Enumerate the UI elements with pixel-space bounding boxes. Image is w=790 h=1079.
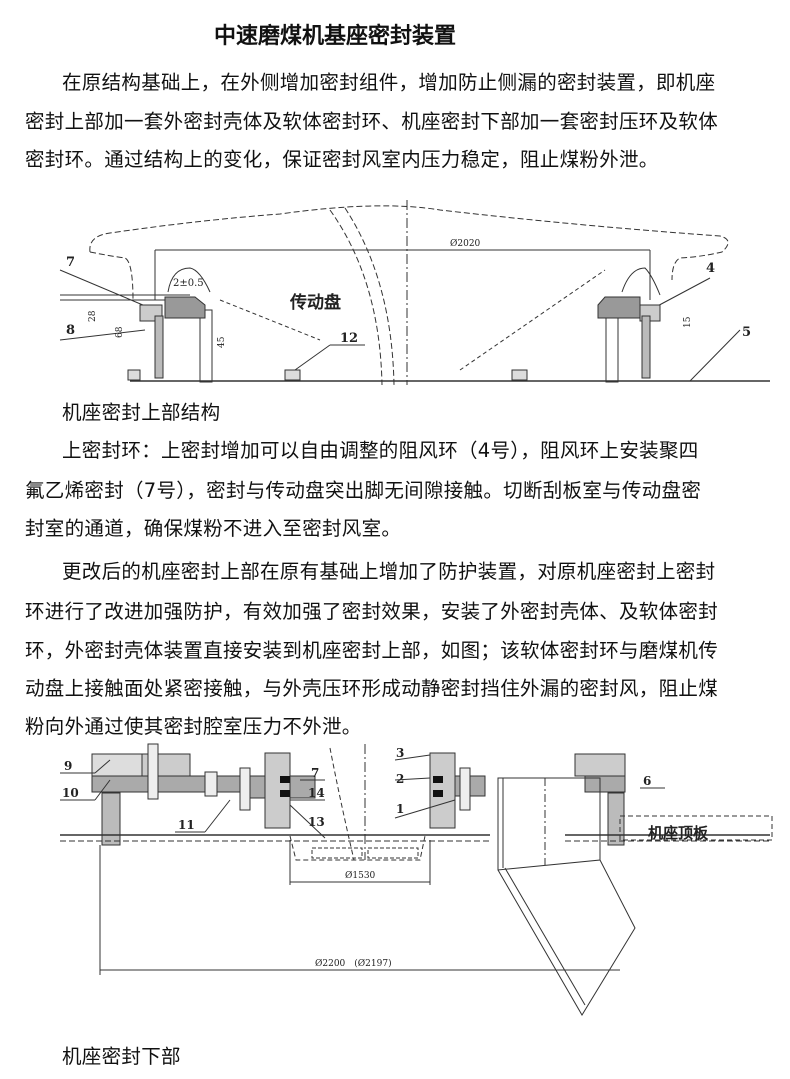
- callout-2: 2: [396, 772, 404, 786]
- callout-1: 1: [396, 802, 404, 816]
- callout-12: 12: [340, 331, 358, 346]
- callout-3: 3: [396, 746, 404, 760]
- label-15: 15: [683, 316, 693, 328]
- label-28: 28: [88, 310, 98, 322]
- paragraph-line: 上密封环：上密封增加可以自由调整的阻风环（4号），阻风环上安装聚四: [62, 439, 699, 462]
- label-base-top-plate: 机座顶板: [648, 824, 709, 842]
- paragraph-line: 环，外密封壳体装置直接安装到机座密封上部，如图；该软体密封环与磨煤机传: [25, 639, 719, 662]
- label-dia-2200: Ø2200 (Ø2197): [315, 958, 392, 969]
- lower-seal-drawing: 机座顶板 Ø1530 Ø2200 (Ø2197) 9 10 11 7 14 13…: [60, 743, 773, 1016]
- paragraph-line: 封室的通道，确保煤粉不进入至密封风室。: [25, 517, 402, 540]
- intro-line: 密封上部加一套外密封壳体及软体密封环、机座密封下部加一套密封压环及软体: [25, 110, 719, 133]
- callout-9: 9: [64, 759, 72, 773]
- callout-14: 14: [308, 786, 325, 800]
- callout-7: 7: [311, 766, 319, 780]
- intro-line: 在原结构基础上，在外侧增加密封组件，增加防止侧漏的密封装置，即机座: [62, 71, 716, 94]
- label-gap: 2±0.5: [173, 278, 204, 289]
- paragraph-line: 更改后的机座密封上部在原有基础上增加了防护装置，对原机座密封上密封: [62, 560, 716, 583]
- label-dia-2020: Ø2020: [450, 238, 481, 249]
- callout-11: 11: [178, 818, 195, 832]
- label-68: 68: [115, 326, 125, 338]
- paragraph-line: 环进行了改进加强防护，有效加强了密封效果，安装了外密封壳体、及软体密封: [25, 600, 719, 623]
- callout-10: 10: [62, 786, 79, 800]
- paragraph-line: 氟乙烯密封（7号），密封与传动盘突出脚无间隙接触。切断刮板室与传动盘密: [25, 479, 702, 502]
- upper-seal-drawing: 传动盘 Ø2020 2±0.5 28 68 45 15 7 8 12 4 5: [59, 200, 770, 386]
- figure-caption-lower: 机座密封下部: [62, 1045, 181, 1068]
- callout-7: 7: [66, 255, 75, 270]
- callout-5: 5: [742, 325, 751, 340]
- label-drive-disk: 传动盘: [289, 292, 341, 313]
- paragraph-line: 粉向外通过使其密封腔室压力不外泄。: [25, 715, 362, 738]
- document-title: 中速磨煤机基座密封装置: [213, 23, 456, 49]
- callout-6: 6: [643, 774, 651, 788]
- callout-8: 8: [66, 323, 75, 338]
- paragraph-line: 动盘上接触面处紧密接触，与外壳压环形成动静密封挡住外漏的密封风，阻止煤: [25, 677, 719, 700]
- figure-caption-upper: 机座密封上部结构: [62, 401, 221, 424]
- label-dia-1530: Ø1530: [345, 870, 376, 881]
- callout-4: 4: [706, 261, 715, 276]
- callout-13: 13: [308, 815, 325, 829]
- label-45: 45: [217, 336, 227, 348]
- intro-line: 密封环。通过结构上的变化，保证密封风室内压力稳定，阻止煤粉外泄。: [25, 148, 659, 171]
